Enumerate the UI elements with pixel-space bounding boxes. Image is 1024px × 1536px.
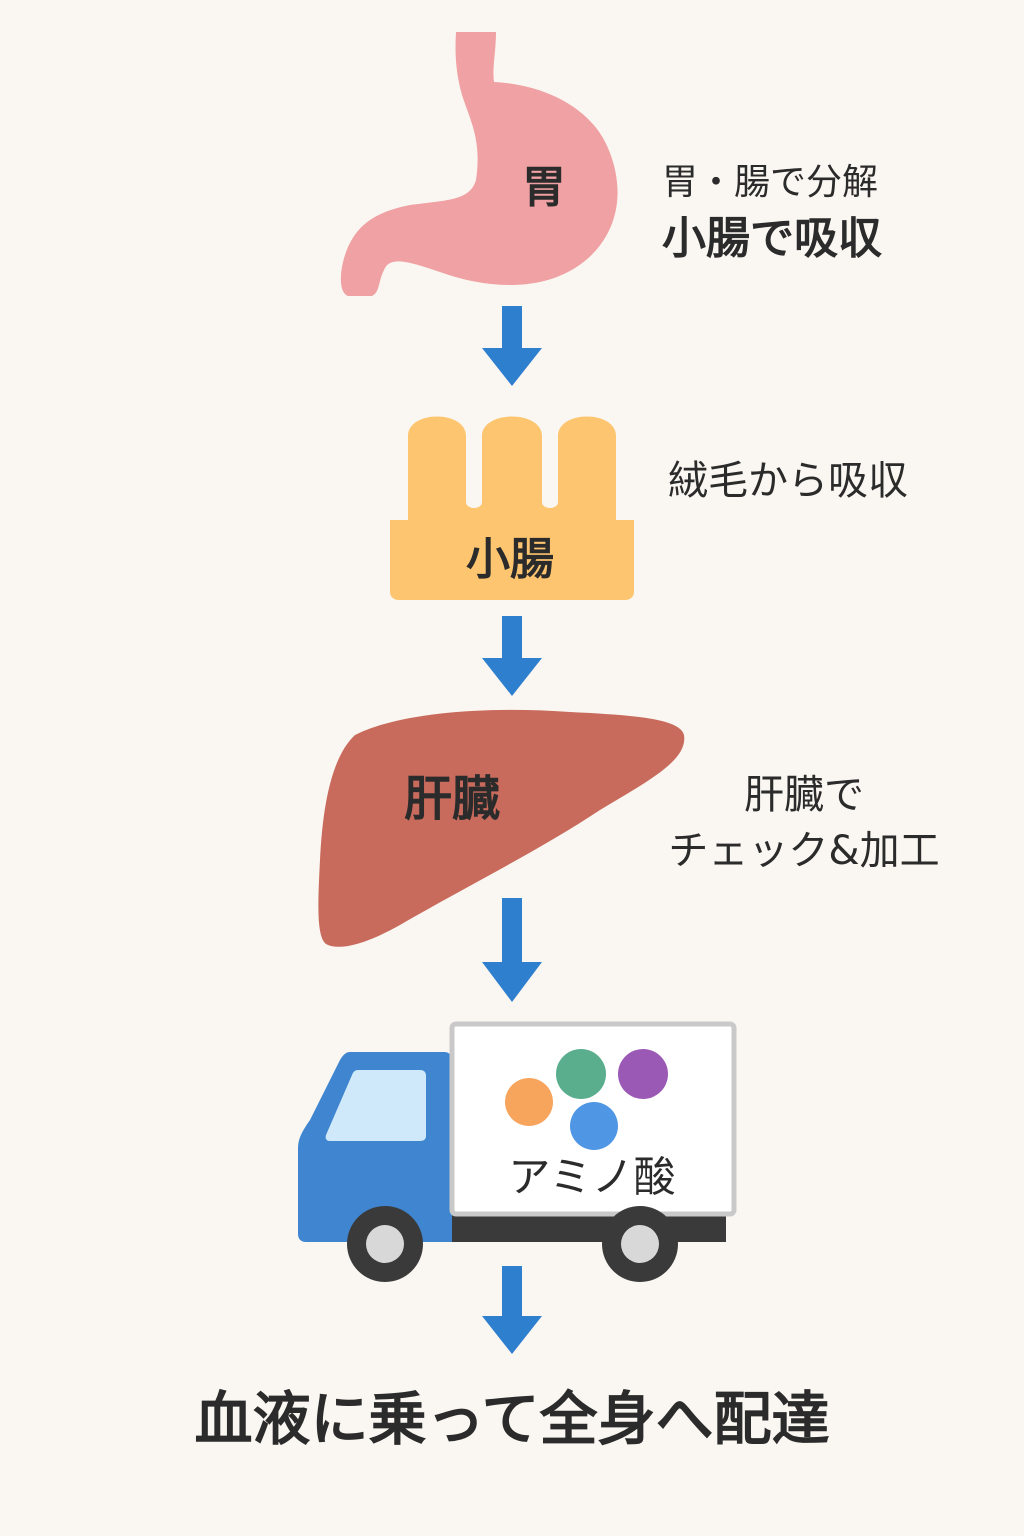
amino-acid-orange [505,1078,553,1126]
truck-icon: アミノ酸 [298,1021,737,1282]
amino-acid-green [556,1049,606,1099]
stomach-note-line-2: 小腸で吸収 [662,213,882,264]
down-arrow-icon [482,616,542,696]
truck-chassis [440,1214,726,1242]
down-arrow-icon [482,306,542,386]
stomach-label: 胃 [522,162,566,213]
cargo-label: アミノ酸 [508,1153,675,1202]
liver-shape [318,709,685,947]
delivery-caption: 血液に乗って全身へ配達 [194,1385,830,1453]
truck-wheel-rear [602,1206,678,1282]
stomach-note-line-1: 胃・腸で分解 [662,162,879,203]
intestine-note-line-1: 絨毛から吸収 [668,458,908,504]
stomach-note: 胃・腸で分解 小腸で吸収 [662,160,882,266]
liver-note-line-1: 肝臓で [744,772,864,818]
liver-note-line-2: チェック&加工 [668,828,940,874]
small-intestine-shape [390,416,634,600]
small-intestine-label: 小腸 [466,534,554,585]
truck-wheel-front [347,1206,423,1282]
down-arrow-icon [482,1266,542,1354]
liver-icon: 肝臓 [318,709,685,947]
down-arrow-icon [482,898,542,1002]
truck-window [325,1070,426,1141]
intestine-note: 絨毛から吸収 [668,456,908,506]
liver-label: 肝臓 [404,771,500,827]
liver-note: 肝臓で チェック&加工 [646,770,962,876]
stomach-shape [340,32,618,296]
amino-acid-purple [618,1049,668,1099]
amino-acid-blue [570,1102,618,1150]
stomach-icon: 胃 [340,32,618,296]
small-intestine-icon: 小腸 [390,416,634,600]
